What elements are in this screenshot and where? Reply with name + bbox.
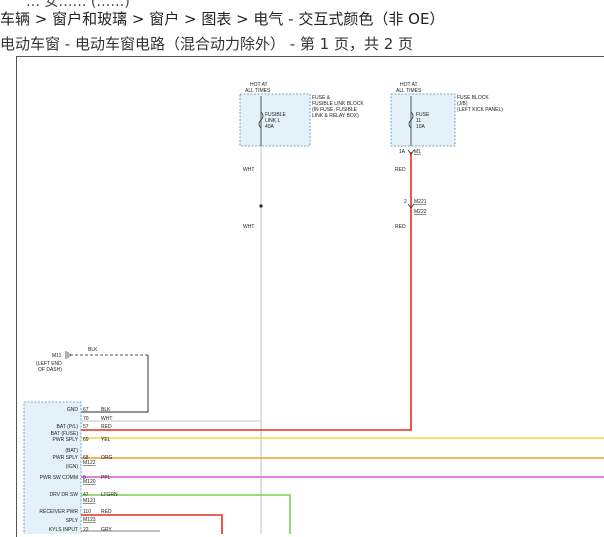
diagram-frame [16,56,604,537]
wire-ltgrn [81,494,291,534]
fuse-box-left [239,93,311,147]
switch-terminal-wire-color: PPL [101,475,111,481]
fuse-right-hot-2: ALL TIMES [396,88,422,94]
ground-symbol [65,351,71,359]
wire-label-red-2: RED [395,224,406,230]
fuse-right-pin: 1A [399,149,406,155]
fuse-left-desc-4: LINK & RELAY BOX) [312,113,359,119]
splice-pin: 2 [404,199,407,205]
switch-terminal-label: GND [67,407,79,413]
fuse-left-desc-1: FUSE & [312,95,331,101]
ground-name: M11 [52,353,62,359]
switch-terminal-pin: 67 [83,407,89,413]
switch-terminal-label: BAT (P/L) [57,424,79,430]
fuse-right-element [408,111,414,129]
switch-terminal-label: BAT (FUSE) [51,431,79,437]
fuse-right-inside-1: FUSE [416,112,430,118]
wire-label-wht-1: WHT [243,167,254,173]
wire-label-wht-2: WHT [243,224,254,230]
conn-label-c2: M120 [83,479,96,485]
switch-terminal-wire-color: GRY [101,527,112,533]
fuse-right-desc-1: FUSE BLOCK [457,95,489,101]
wire-red-receiver [81,514,223,534]
wire-label-red-1: RED [395,167,406,173]
ground-desc-1: (LEFT END [36,361,62,367]
switch-terminal-label: PWR SPLY [53,455,79,461]
fuse-right-desc-2: (J/B) [457,101,468,107]
switch-terminal-pin: 47 [83,492,89,498]
fuse-left-inside-3: 40A [265,124,275,130]
switch-terminal-label: (IGN) [66,464,79,470]
fuse-right-conn: M1 [414,149,421,155]
ground-wire-label: BLK [88,347,98,353]
fuse-left-desc-2: FUSIBLE LINK BLOCK [312,101,364,107]
switch-terminal-wire-color: ORG [101,455,113,461]
switch-terminal-pin: 69 [83,437,89,443]
conn-label-c3: M121 [83,498,96,504]
window-switch-box [23,401,82,534]
switch-terminal-wire-color: WHT [101,416,112,422]
fuse-left-element [258,111,264,129]
splice-arrow [407,203,415,209]
fuse-left-hot-1: HOT AT [250,82,268,88]
conn-label-c1: M122 [83,460,96,466]
fuse-left-inside-1: FUSIBLE [265,112,287,118]
ground-desc-2: OF DASH) [38,367,62,373]
switch-terminal-wire-color: BLK [101,407,111,413]
fuse-left-hot-2: ALL TIMES [245,88,271,94]
fuse-box-right [390,93,456,147]
switch-terminal-wire-color: LTGRN [101,492,118,498]
switch-terminal-label: PWR SPLY [53,437,79,443]
switch-terminal-wire-color: YEL [101,437,111,443]
splice-conn-2: M222 [414,209,427,215]
switch-terminal-wire-color: RED [101,424,112,430]
fuse-right-hot-1: HOT AT [400,82,418,88]
fuse-left-inside-2: LINK L [265,118,281,124]
switch-terminal-label: RECEIVER PWR [39,509,78,515]
fuse-right-inside-2: 11 [416,118,421,124]
switch-terminal-wire-color: RED [101,509,112,515]
conn-label-c4: M123 [83,517,96,523]
wire-red-main [81,152,412,431]
switch-terminal-label: KYLS INPUT [49,527,78,533]
switch-terminal-pin: 57 [83,424,89,430]
page-subtitle: 电动车窗 - 电动车窗电路（混合动力除外） - 第 1 页，共 2 页 [0,35,414,53]
switch-terminal-label: SPLY [66,518,79,524]
splice-conn-1: M221 [414,199,427,205]
fuse-left-desc-3: (IN FUSE, FUSIBLE [312,107,358,113]
switch-terminal-label: PWR SW COMM [40,475,78,481]
splice-dot-wht [259,204,263,208]
switch-terminal-pin: 22 [83,527,89,533]
switch-terminal-label: DRV DR SW [49,492,78,498]
switch-terminal-pin: 70 [83,416,89,422]
conn-arrow-right [407,149,415,155]
switch-terminal-pin: 8 [83,475,86,481]
fuse-right-inside-3: 10A [416,124,426,130]
breadcrumb[interactable]: 车辆 > 窗户和玻璃 > 窗户 > 图表 > 电气 - 交互式颜色（非 OE） [0,10,445,28]
fuse-right-desc-3: (LEFT KICK PANEL) [457,107,503,113]
wire-blk-ground [81,355,149,413]
breadcrumb-partial: … 女…… (……) [26,0,130,10]
switch-terminal-pin: 68 [83,455,89,461]
switch-terminal-label: (BAT) [65,448,78,454]
switch-terminal-pin: 110 [83,509,91,515]
